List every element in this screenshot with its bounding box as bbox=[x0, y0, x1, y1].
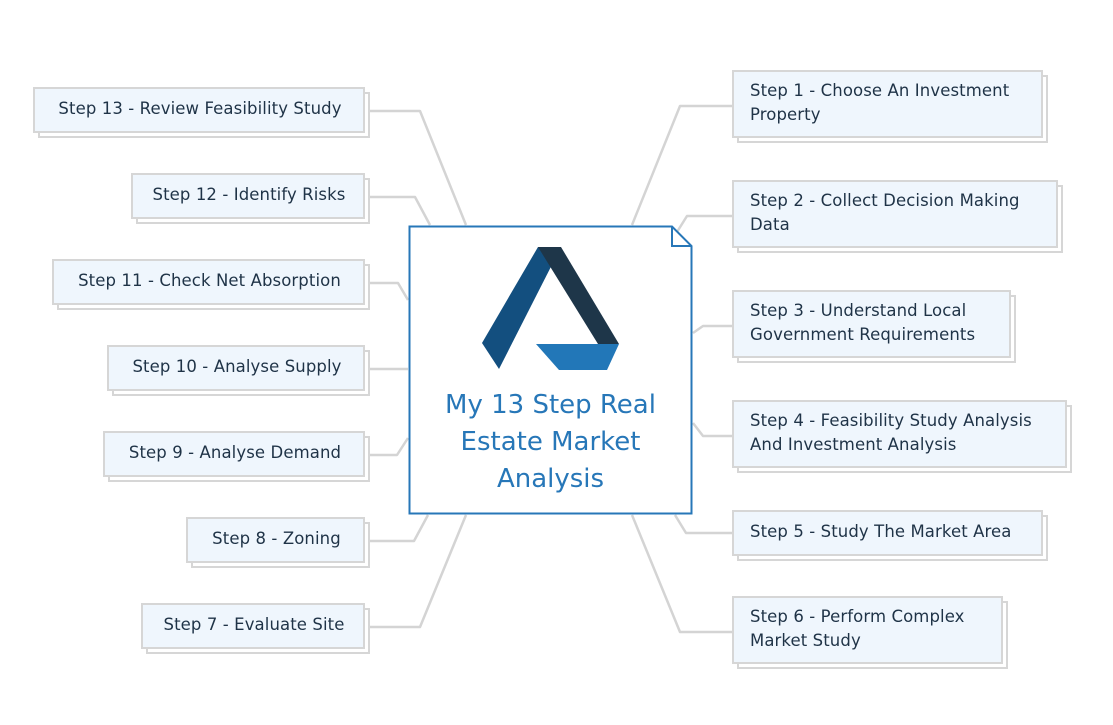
step-8-label: Step 8 - Zoning bbox=[186, 517, 365, 563]
connector-step-7 bbox=[368, 514, 468, 629]
step-4-label: Step 4 - Feasibility Study Analysis And … bbox=[732, 400, 1067, 468]
step-6-node[interactable]: Step 6 - Perform Complex Market Study bbox=[732, 596, 1008, 669]
connector-step-8 bbox=[368, 514, 430, 543]
connector-step-13 bbox=[368, 109, 468, 226]
step-9-label: Step 9 - Analyse Demand bbox=[103, 431, 365, 477]
step-4-node[interactable]: Step 4 - Feasibility Study Analysis And … bbox=[732, 400, 1072, 473]
step-10-label: Step 10 - Analyse Supply bbox=[107, 345, 365, 391]
connector-step-11 bbox=[368, 281, 410, 301]
step-2-label: Step 2 - Collect Decision Making Data bbox=[732, 180, 1058, 248]
central-topic[interactable]: My 13 Step Real Estate Market Analysis bbox=[408, 225, 693, 515]
step-1-label: Step 1 - Choose An Investment Property bbox=[732, 70, 1043, 138]
step-3-node[interactable]: Step 3 - Understand Local Government Req… bbox=[732, 290, 1016, 363]
step-12-label: Step 12 - Identify Risks bbox=[131, 173, 365, 219]
step-13-label: Step 13 - Review Feasibility Study bbox=[33, 87, 365, 133]
triangle-a-logo-icon bbox=[482, 247, 619, 370]
connector-step-12 bbox=[368, 195, 432, 226]
step-10-node[interactable]: Step 10 - Analyse Supply bbox=[107, 345, 370, 396]
step-3-label: Step 3 - Understand Local Government Req… bbox=[732, 290, 1011, 358]
step-5-label: Step 5 - Study The Market Area bbox=[732, 510, 1043, 556]
connector-step-1 bbox=[630, 104, 733, 226]
step-5-node[interactable]: Step 5 - Study The Market Area bbox=[732, 510, 1048, 561]
step-9-node[interactable]: Step 9 - Analyse Demand bbox=[103, 431, 370, 482]
step-8-node[interactable]: Step 8 - Zoning bbox=[186, 517, 370, 568]
step-6-label: Step 6 - Perform Complex Market Study bbox=[732, 596, 1003, 664]
central-topic-title: My 13 Step Real Estate Market Analysis bbox=[445, 390, 656, 494]
step-12-node[interactable]: Step 12 - Identify Risks bbox=[131, 173, 370, 224]
step-7-node[interactable]: Step 7 - Evaluate Site bbox=[141, 603, 370, 654]
step-7-label: Step 7 - Evaluate Site bbox=[141, 603, 365, 649]
step-13-node[interactable]: Step 13 - Review Feasibility Study bbox=[33, 87, 370, 138]
step-11-label: Step 11 - Check Net Absorption bbox=[52, 259, 365, 305]
step-1-node[interactable]: Step 1 - Choose An Investment Property bbox=[732, 70, 1048, 143]
connector-step-5 bbox=[673, 514, 733, 535]
connector-step-6 bbox=[630, 514, 733, 634]
step-2-node[interactable]: Step 2 - Collect Decision Making Data bbox=[732, 180, 1063, 253]
central-topic-frame bbox=[408, 225, 693, 515]
connector-step-9 bbox=[368, 437, 410, 457]
step-11-node[interactable]: Step 11 - Check Net Absorption bbox=[52, 259, 370, 310]
connector-step-3 bbox=[692, 324, 733, 335]
connector-step-4 bbox=[692, 422, 733, 438]
